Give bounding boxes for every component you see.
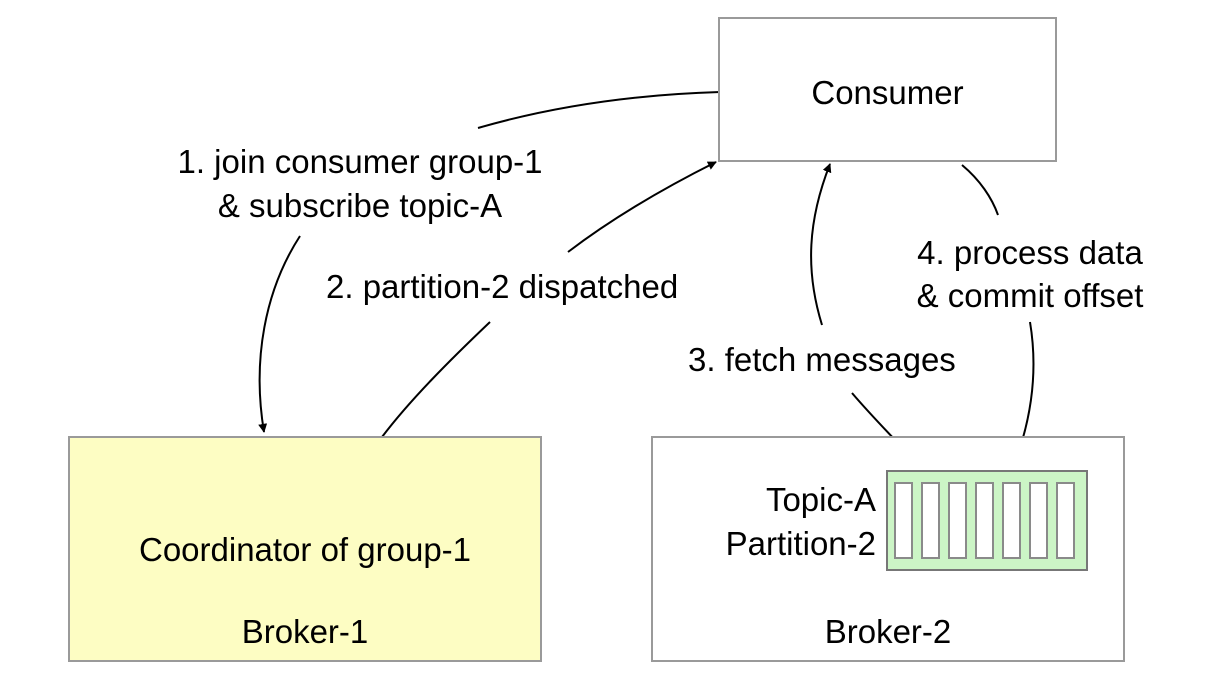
consumer-node: Consumer (718, 17, 1057, 162)
arrow-dispatch (381, 321, 491, 438)
partition-segment (1056, 482, 1075, 559)
coordinator-title: Coordinator of group-1 (138, 531, 472, 568)
partition-segment (894, 482, 913, 559)
partition-name-label: Partition-2 (725, 525, 876, 562)
join-label-line2: & subscribe topic-A (217, 187, 503, 224)
fetch-label: 3. fetch messages (688, 341, 956, 378)
broker-1-label: Broker-1 (241, 613, 369, 650)
partition-segment (921, 482, 940, 559)
process-label-line2: & commit offset (916, 277, 1144, 314)
partition-topic-label: Topic-A (765, 481, 876, 518)
dispatch-label: 2. partition-2 dispatched (326, 268, 679, 305)
arrow-join-top (477, 91, 721, 129)
partition-segment (1002, 482, 1021, 559)
process-label-line1: 4. process data (917, 234, 1143, 271)
coordinator-node: Coordinator of group-1 Broker-1 (68, 436, 542, 662)
broker-2-label: Broker-2 (824, 613, 952, 650)
partition-log (886, 470, 1088, 571)
partition-segment (975, 482, 994, 559)
arrow-dispatch-top (567, 161, 717, 253)
arrow-join (258, 235, 301, 433)
arrow-process-top (961, 164, 999, 216)
arrow-fetch-top (810, 163, 832, 326)
partition-segment (1029, 482, 1048, 559)
join-label-line1: 1. join consumer group-1 (177, 143, 543, 180)
partition-segment (948, 482, 967, 559)
consumer-label: Consumer (811, 74, 964, 111)
